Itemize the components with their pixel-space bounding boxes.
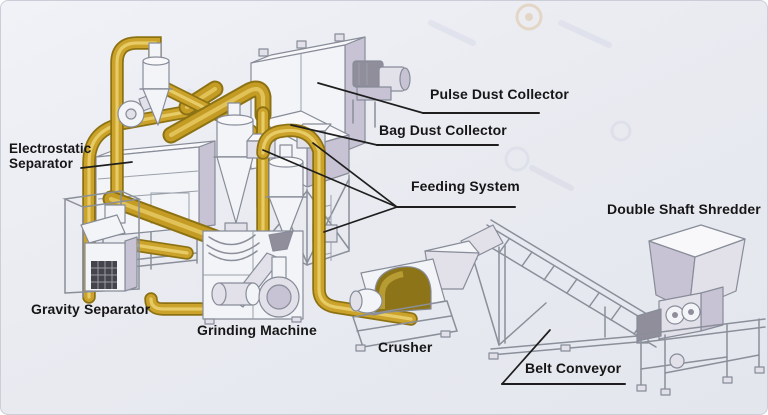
leader-feeding-system-3 xyxy=(323,206,398,233)
gravity-separator-machine xyxy=(62,190,142,298)
watermark xyxy=(186,3,632,191)
leader-electrostatic-separator xyxy=(80,161,133,169)
crusher-machine xyxy=(349,240,480,352)
leader-belt-conveyor xyxy=(501,329,551,385)
label-double-shaft-shredder: Double Shaft Shredder xyxy=(607,201,761,217)
label-grinding-machine: Grinding Machine xyxy=(197,322,317,338)
cyclone-1 xyxy=(213,102,257,240)
label-gravity-separator: Gravity Separator xyxy=(31,301,151,317)
label-feeding-system: Feeding System xyxy=(411,178,520,194)
leader-bag-dust-collector xyxy=(290,124,378,146)
label-electrostatic-separator: Electrostatic Separator xyxy=(9,141,92,171)
small-cyclone xyxy=(139,42,173,126)
pipe-bottom-left xyxy=(151,299,201,309)
label-crusher: Crusher xyxy=(378,339,433,355)
leader-feeding-system-1 xyxy=(262,149,398,208)
label-belt-conveyor: Belt Conveyor xyxy=(525,360,622,376)
label-bag-dust-collector: Bag Dust Collector xyxy=(379,122,507,138)
annotation-lines xyxy=(80,82,626,385)
leader-pulse-dust-collector xyxy=(317,82,424,114)
label-pulse-dust-collector: Pulse Dust Collector xyxy=(430,86,569,102)
leader-feeding-system-2 xyxy=(312,142,398,208)
grinding-machine-machine xyxy=(202,230,304,325)
double-shaft-shredder-machine xyxy=(636,224,766,396)
